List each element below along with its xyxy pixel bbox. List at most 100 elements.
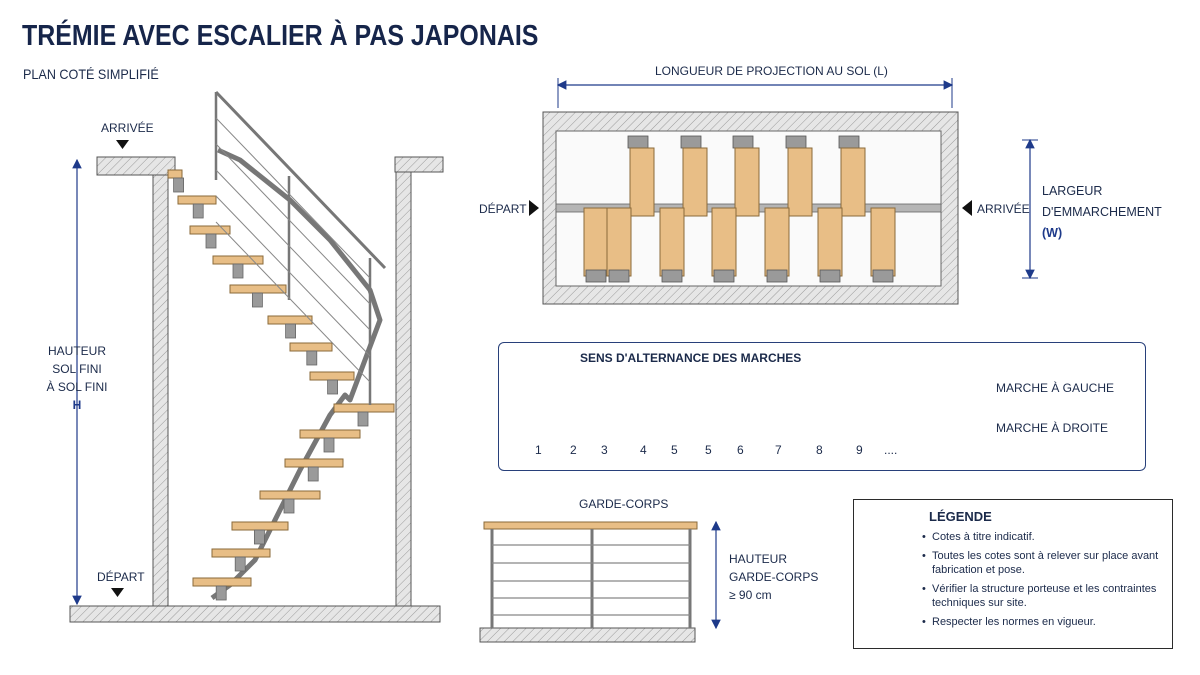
- alternance-number: 2: [570, 443, 577, 457]
- plan-bracket: [819, 269, 841, 283]
- plan-bracket: [627, 135, 649, 149]
- stair-tread: [259, 490, 321, 500]
- garde-corps-floor: [479, 627, 696, 643]
- legend-title: LÉGENDE: [929, 509, 992, 524]
- tread-bracket: [307, 466, 319, 482]
- stair-tread: [167, 169, 183, 179]
- railing-cable: [215, 195, 371, 357]
- plan-bracket: [732, 135, 754, 149]
- garde-corps-title: GARDE-CORPS: [579, 497, 669, 511]
- legend-panel: LÉGENDE Cotes à titre indicatif. Toutes …: [853, 499, 1173, 649]
- tread-bracket: [215, 585, 227, 601]
- alternance-title: SENS D'ALTERNANCE DES MARCHES: [580, 351, 802, 365]
- plan-step-top: [787, 147, 813, 217]
- legend-item: Cotes à titre indicatif.: [922, 530, 1167, 545]
- elevation-arrivee-label: ARRIVÉE: [101, 121, 154, 135]
- alternance-number: 4: [640, 443, 647, 457]
- right-slab: [394, 156, 444, 173]
- stair-tread: [289, 342, 333, 352]
- plan-step-bottom: [870, 207, 896, 277]
- tread-bracket: [323, 437, 335, 453]
- plan-step-bottom: [659, 207, 685, 277]
- garde-corps-height-label: HAUTEUR GARDE-CORPS ≥ 90 cm: [729, 552, 819, 602]
- marche-gauche-label: MARCHE À GAUCHE: [996, 381, 1115, 395]
- plan-bracket: [608, 269, 630, 283]
- plan-step-bottom: [764, 207, 790, 277]
- depart-marker-icon: [111, 588, 124, 597]
- tread-bracket: [283, 498, 295, 514]
- tread-bracket: [327, 379, 339, 395]
- alternance-number: ....: [884, 443, 898, 457]
- legend-item: Respecter les normes en vigueur.: [922, 615, 1167, 630]
- legend-list: Cotes à titre indicatif. Toutes les cote…: [922, 530, 1167, 633]
- plan-step-top: [629, 147, 655, 217]
- plan-bracket: [838, 135, 860, 149]
- alternance-number: 9: [856, 443, 863, 457]
- alternance-number: 3: [601, 443, 608, 457]
- plan-depart-label: DÉPART: [479, 202, 527, 216]
- alternance-number: 5: [705, 443, 712, 457]
- railing-cable: [215, 169, 371, 331]
- stair-tread: [333, 403, 395, 413]
- arrivee-marker-icon: [116, 140, 129, 149]
- garde-corps-cables: [492, 544, 690, 616]
- plan-step-bottom: [711, 207, 737, 277]
- tread-bracket: [234, 556, 246, 572]
- plan-arrivee-label: ARRIVÉE: [977, 202, 1030, 216]
- plan-bracket: [766, 269, 788, 283]
- tread-bracket: [173, 177, 185, 193]
- plan-bracket: [785, 135, 807, 149]
- alternance-number: 7: [775, 443, 782, 457]
- depart-arrow-icon: [529, 200, 539, 216]
- stair-tread: [177, 195, 217, 205]
- alternance-number: 5: [671, 443, 678, 457]
- legend-item: Vérifier la structure porteuse et les co…: [922, 582, 1167, 611]
- height-label: HAUTEUR SOL FINI À SOL FINI H: [46, 344, 108, 412]
- stair-tread: [299, 429, 361, 439]
- length-label: LONGUEUR DE PROJECTION AU SOL (L): [655, 64, 888, 78]
- upper-slab: [96, 156, 176, 176]
- plan-bracket: [680, 135, 702, 149]
- plan-step-top: [682, 147, 708, 217]
- railing-cable: [215, 143, 371, 305]
- handrail: [214, 90, 387, 270]
- tread-bracket: [192, 203, 204, 219]
- stair-tread: [231, 521, 289, 531]
- stair-tread: [192, 577, 252, 587]
- plan-steps: [583, 135, 896, 283]
- alternance-number: 8: [816, 443, 823, 457]
- plan-step-top: [734, 147, 760, 217]
- alternance-number: 6: [737, 443, 744, 457]
- marche-droite-label: MARCHE À DROITE: [996, 421, 1109, 435]
- plan-step-bottom: [817, 207, 843, 277]
- page-title: TRÉMIE AVEC ESCALIER À PAS JAPONAIS: [22, 20, 539, 52]
- tread-bracket: [253, 529, 265, 545]
- tread-bracket: [205, 233, 217, 249]
- elevation-depart-label: DÉPART: [97, 570, 145, 584]
- width-label: LARGEUR D'EMMARCHEMENT (W): [1042, 184, 1162, 240]
- plan-bracket: [585, 269, 607, 283]
- arrivee-arrow-icon: [962, 200, 972, 216]
- stair-steps: [167, 169, 395, 601]
- floor-slab: [69, 605, 441, 623]
- alternance-number: 1: [535, 443, 542, 457]
- garde-corps-handrail: [483, 521, 698, 530]
- stair-tread: [284, 458, 344, 468]
- railing-cables: [215, 117, 371, 383]
- left-wall: [152, 174, 169, 607]
- plan-step-top: [840, 147, 866, 217]
- tread-bracket: [285, 323, 297, 339]
- railing-cable: [215, 221, 371, 383]
- stair-stringer: [210, 147, 383, 601]
- stair-tread: [211, 548, 271, 558]
- plan-bracket: [872, 269, 894, 283]
- stair-tread: [309, 371, 355, 381]
- legend-item: Toutes les cotes sont à relever sur plac…: [922, 549, 1167, 578]
- stair-tread: [267, 315, 313, 325]
- tread-bracket: [251, 292, 263, 308]
- railing-cable: [215, 117, 371, 279]
- right-wall: [395, 171, 412, 607]
- plan-step-bottom: [606, 207, 632, 277]
- plan-bracket: [713, 269, 735, 283]
- tread-bracket: [306, 350, 318, 366]
